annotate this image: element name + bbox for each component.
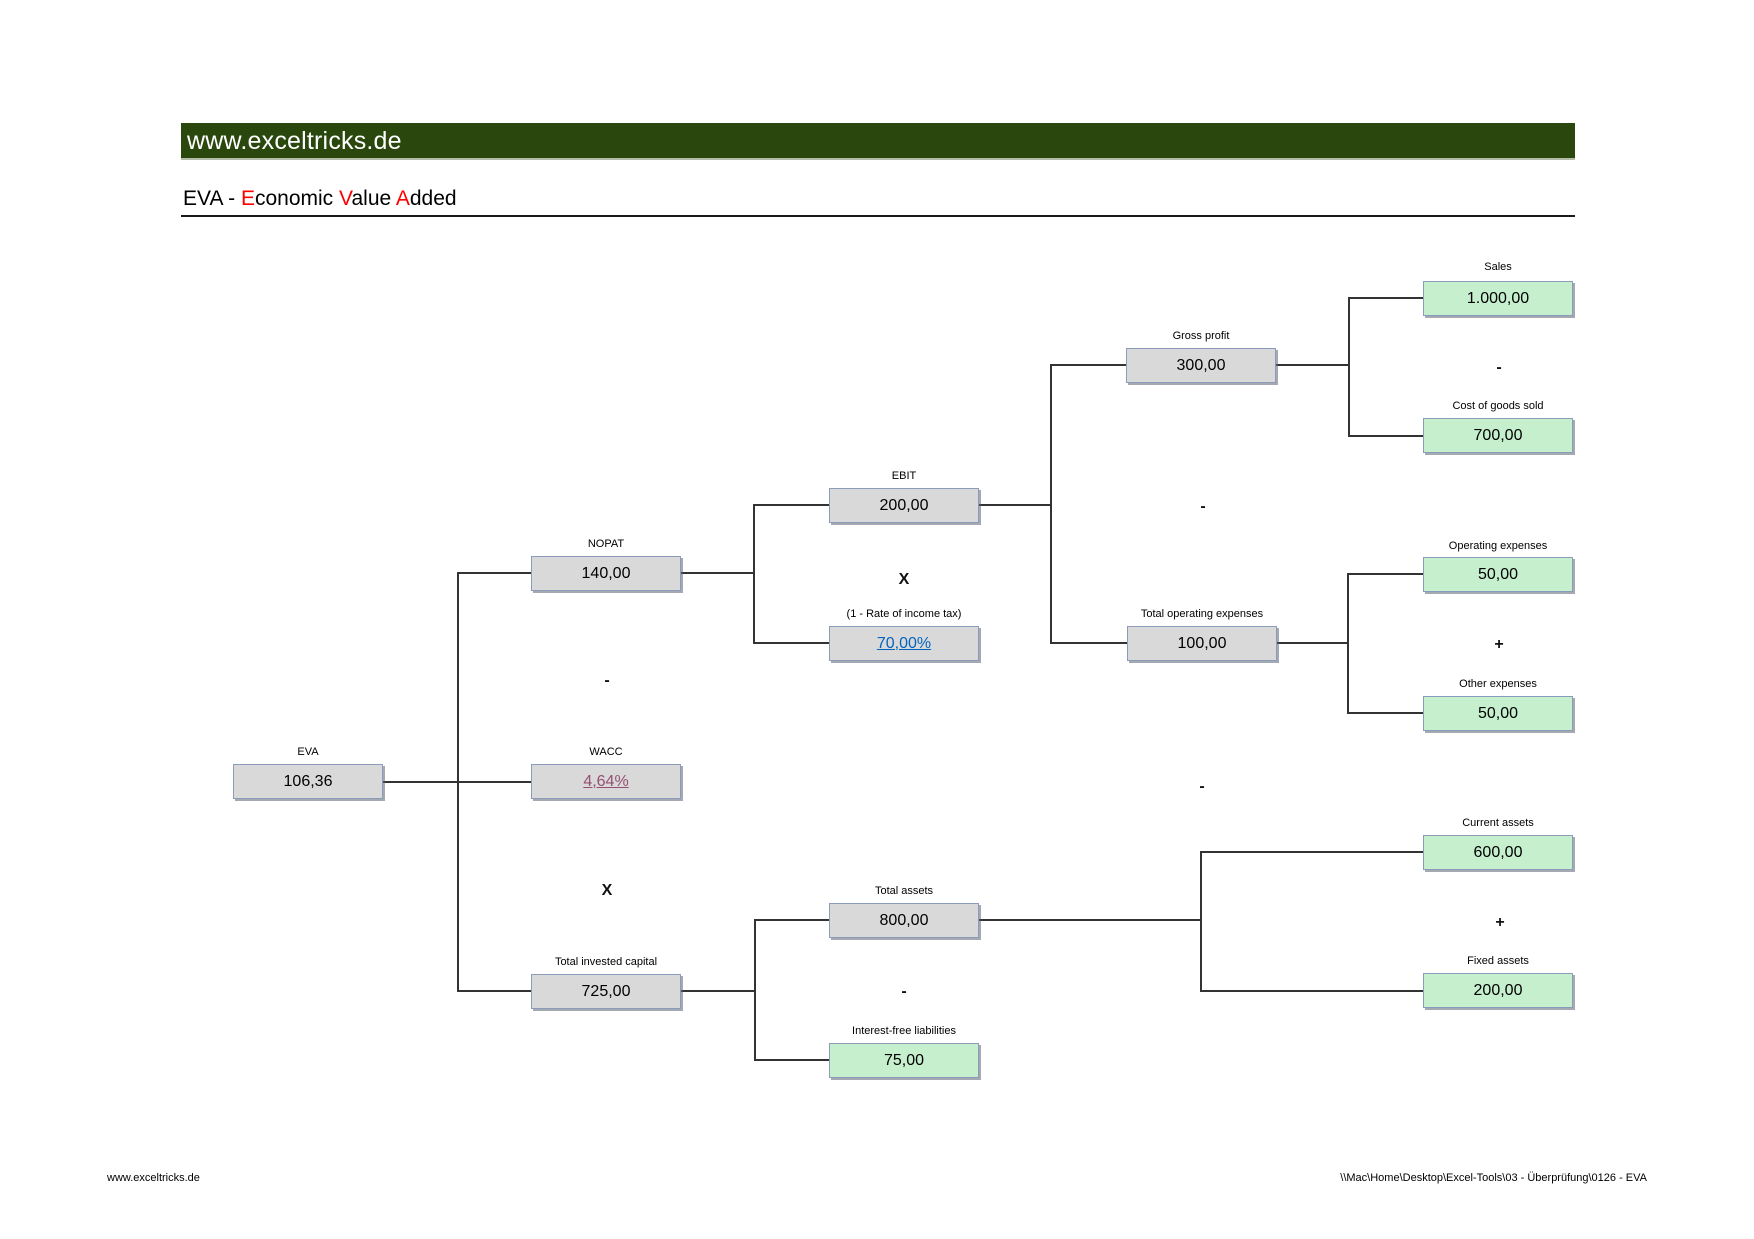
connector-line bbox=[1348, 297, 1423, 299]
site-banner-text: www.exceltricks.de bbox=[187, 127, 402, 155]
connector-line bbox=[1200, 852, 1202, 991]
current-assets-value-box: 600,00 bbox=[1423, 835, 1573, 870]
eva-label: EVA bbox=[297, 746, 319, 758]
title-underline bbox=[181, 215, 1575, 217]
sales-value-box: 1.000,00 bbox=[1423, 281, 1573, 316]
total-invested-capital-value-box: 725,00 bbox=[531, 974, 681, 1009]
connector-line bbox=[1050, 365, 1052, 643]
eva-value: 106,36 bbox=[283, 772, 333, 790]
sales-value: 1.000,00 bbox=[1466, 289, 1530, 307]
title-segment: conomic bbox=[254, 187, 340, 210]
operating-expenses-value-box: 50,00 bbox=[1423, 557, 1573, 592]
minus-operator: - bbox=[604, 672, 610, 689]
connector-line bbox=[754, 1059, 829, 1061]
connector-line bbox=[681, 990, 755, 992]
connector-line bbox=[681, 572, 754, 574]
connector-line bbox=[1200, 990, 1423, 992]
fixed-assets-label: Fixed assets bbox=[1467, 955, 1529, 967]
title-segment: A bbox=[395, 187, 410, 210]
title-segment: EVA - bbox=[183, 187, 241, 210]
title-segment: dded bbox=[409, 187, 457, 210]
title-segment: E bbox=[240, 187, 255, 210]
total-operating-expenses-value: 100,00 bbox=[1177, 634, 1227, 652]
connector-line bbox=[1347, 712, 1423, 714]
other-expenses-label: Other expenses bbox=[1459, 678, 1537, 690]
total-assets-label: Total assets bbox=[874, 885, 934, 897]
connector-line bbox=[457, 572, 531, 574]
connector-line bbox=[753, 505, 755, 643]
connector-line bbox=[1200, 851, 1423, 853]
total-invested-capital-label: Total invested capital bbox=[554, 956, 658, 968]
interest-free-liabilities-label: Interest-free liabilities bbox=[852, 1025, 956, 1037]
title-segment: V bbox=[339, 187, 352, 210]
ebit-value-box: 200,00 bbox=[829, 488, 979, 523]
multiply-operator: X bbox=[601, 882, 613, 899]
connector-line bbox=[457, 990, 531, 992]
gross-profit-value-box: 300,00 bbox=[1126, 348, 1276, 383]
site-banner: www.exceltricks.de bbox=[181, 123, 1575, 160]
nopat-value: 140,00 bbox=[581, 564, 631, 582]
wacc-value-link[interactable]: 4,64% bbox=[583, 772, 629, 790]
connector-line bbox=[753, 642, 829, 644]
ebit-label: EBIT bbox=[891, 470, 917, 482]
operating-expenses-label: Operating expenses bbox=[1448, 540, 1548, 552]
wacc-label: WACC bbox=[589, 746, 623, 758]
connector-line bbox=[1277, 642, 1348, 644]
cost-of-goods-sold-label: Cost of goods sold bbox=[1452, 400, 1544, 412]
connector-line bbox=[1347, 574, 1349, 713]
gross-profit-label: Gross profit bbox=[1172, 330, 1230, 342]
total-operating-expenses-label: Total operating expenses bbox=[1140, 608, 1264, 620]
multiply-operator: X bbox=[898, 571, 910, 588]
nopat-label: NOPAT bbox=[587, 538, 625, 550]
connector-line bbox=[383, 781, 531, 783]
nopat-value-box: 140,00 bbox=[531, 556, 681, 591]
connector-line bbox=[979, 919, 1201, 921]
current-assets-label: Current assets bbox=[1462, 817, 1534, 829]
connector-line bbox=[1050, 642, 1127, 644]
interest-free-liabilities-value: 75,00 bbox=[883, 1051, 925, 1069]
wacc-value-box: 4,64% bbox=[531, 764, 681, 799]
minus-operator: - bbox=[1199, 778, 1205, 795]
connector-line bbox=[1347, 573, 1423, 575]
page-title: EVA - Economic Value Added bbox=[183, 186, 457, 212]
footer-right: \\Mac\Home\Desktop\Excel-Tools\03 - Über… bbox=[1340, 1172, 1647, 1184]
plus-operator: + bbox=[1495, 914, 1505, 931]
connector-line bbox=[1050, 364, 1126, 366]
sales-label: Sales bbox=[1484, 261, 1512, 273]
tax-rate-value-link[interactable]: 70,00% bbox=[876, 634, 932, 652]
connector-line bbox=[979, 504, 1051, 506]
fixed-assets-value: 200,00 bbox=[1473, 981, 1523, 999]
connector-line bbox=[1276, 364, 1349, 366]
connector-line bbox=[753, 504, 829, 506]
gross-profit-value: 300,00 bbox=[1176, 356, 1226, 374]
connector-line bbox=[1348, 298, 1350, 436]
cost-of-goods-sold-value-box: 700,00 bbox=[1423, 418, 1573, 453]
other-expenses-value-box: 50,00 bbox=[1423, 696, 1573, 731]
connector-line bbox=[754, 919, 829, 921]
operating-expenses-value: 50,00 bbox=[1477, 565, 1519, 583]
tax-rate-label: (1 - Rate of income tax) bbox=[846, 608, 962, 620]
connector-line bbox=[1348, 435, 1423, 437]
total-invested-capital-value: 725,00 bbox=[581, 982, 631, 1000]
connector-line bbox=[754, 920, 756, 1060]
total-assets-value: 800,00 bbox=[879, 911, 929, 929]
total-operating-expenses-value-box: 100,00 bbox=[1127, 626, 1277, 661]
minus-operator: - bbox=[1496, 359, 1502, 376]
total-assets-value-box: 800,00 bbox=[829, 903, 979, 938]
current-assets-value: 600,00 bbox=[1473, 843, 1523, 861]
cost-of-goods-sold-value: 700,00 bbox=[1473, 426, 1523, 444]
footer-left: www.exceltricks.de bbox=[107, 1172, 200, 1184]
interest-free-liabilities-value-box: 75,00 bbox=[829, 1043, 979, 1078]
eva-value-box: 106,36 bbox=[233, 764, 383, 799]
ebit-value: 200,00 bbox=[879, 496, 929, 514]
other-expenses-value: 50,00 bbox=[1477, 704, 1519, 722]
fixed-assets-value-box: 200,00 bbox=[1423, 973, 1573, 1008]
minus-operator: - bbox=[1200, 498, 1206, 515]
tax-rate-value-box: 70,00% bbox=[829, 626, 979, 661]
plus-operator: + bbox=[1494, 636, 1504, 653]
title-segment: alue bbox=[351, 187, 396, 210]
minus-operator: - bbox=[901, 983, 907, 1000]
